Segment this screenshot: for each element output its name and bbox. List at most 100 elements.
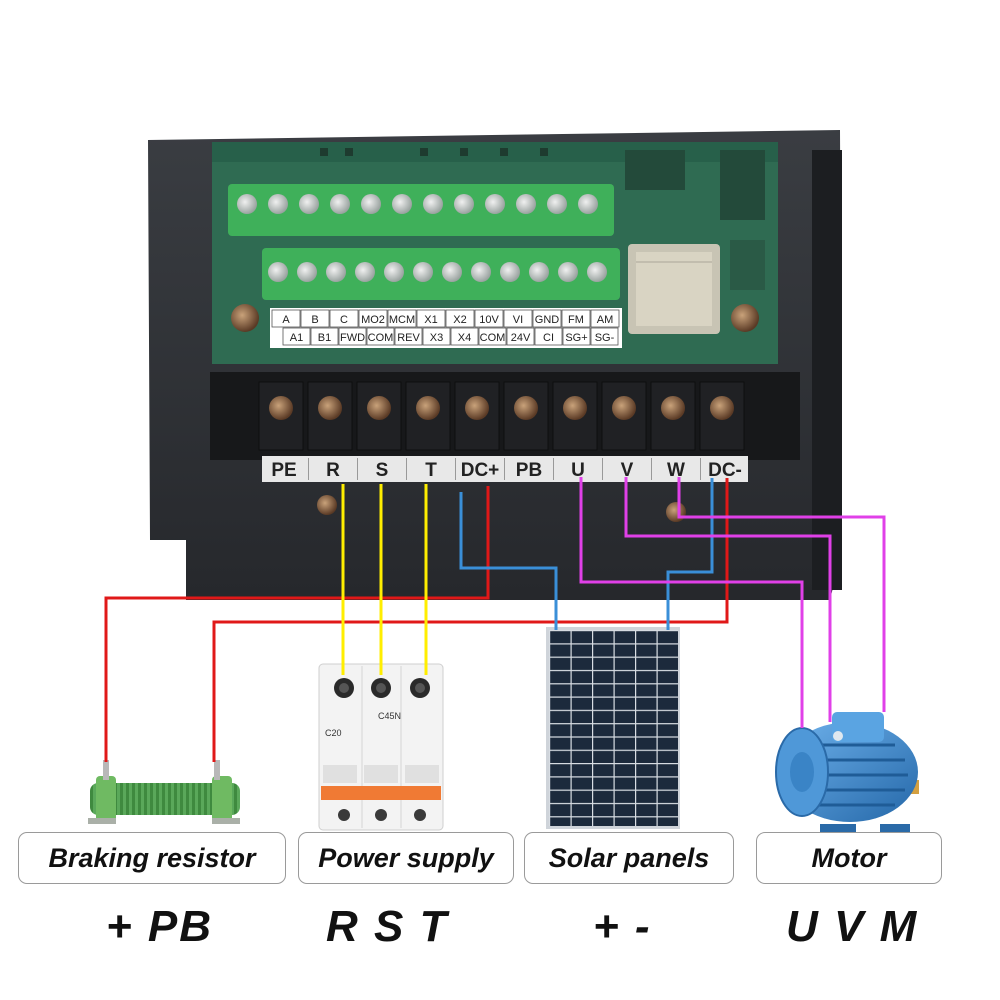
power-terminal-label: PE (271, 460, 296, 481)
bottom-terminal-label: CI (543, 332, 554, 344)
bottom-terminal-label: SG+ (565, 332, 587, 344)
bottom-terminal-label: X4 (458, 332, 471, 344)
code-power-supply: R S T (326, 902, 449, 951)
top-terminal-label: C (340, 314, 348, 326)
top-terminal-label: VI (513, 314, 523, 326)
bottom-terminal-screw (471, 262, 491, 282)
top-label-cell (416, 309, 446, 328)
top-terminal-block (228, 184, 614, 236)
power-terminal-screw (416, 396, 440, 420)
bottom-terminal-label: SG- (595, 332, 615, 344)
bottom-terminal-screw (442, 262, 462, 282)
top-terminal-screw (299, 194, 319, 214)
breaker-rating: C20 (325, 728, 342, 738)
power-terminal-screw (661, 396, 685, 420)
wire-blue-minus (666, 478, 714, 630)
top-terminal-screw (547, 194, 567, 214)
bottom-terminal-label: COM (368, 332, 394, 344)
wire-red-dcminus (212, 478, 729, 762)
power-terminal-label: DC+ (461, 460, 500, 481)
bottom-terminal-label: COM (480, 332, 506, 344)
wire-magenta-w (677, 477, 886, 712)
top-terminal-label: AM (597, 314, 614, 326)
bottom-terminal-screw (297, 262, 317, 282)
power-terminal-label: PB (516, 460, 542, 481)
label-braking-resistor: Braking resistor (18, 832, 286, 884)
bottom-terminal-screw (500, 262, 520, 282)
top-terminal-screw (330, 194, 350, 214)
bottom-label-cell (282, 327, 311, 346)
top-terminal-label: A (282, 314, 290, 326)
wire-magenta-u (579, 477, 804, 728)
top-label-cell (590, 309, 620, 328)
bottom-terminal-screw (355, 262, 375, 282)
bottom-label-cell (590, 327, 619, 346)
bottom-terminal-screw (529, 262, 549, 282)
top-label-cell (387, 309, 417, 328)
bottom-terminal-screw (413, 262, 433, 282)
power-terminal-label: DC- (708, 460, 742, 481)
board-screw-right (731, 304, 759, 332)
wires (104, 477, 886, 762)
top-label-cell (300, 309, 330, 328)
bottom-terminal-screw (384, 262, 404, 282)
top-terminal-label: X1 (424, 314, 437, 326)
bottom-terminal-label: REV (397, 332, 420, 344)
top-label-cell (329, 309, 359, 328)
power-terminal-screw (514, 396, 538, 420)
top-terminal-screw (268, 194, 288, 214)
bottom-terminal-screw (587, 262, 607, 282)
top-terminal-label: MCM (389, 314, 415, 326)
electric-motor (775, 712, 919, 838)
bottom-label-cell (422, 327, 451, 346)
label-motor: Motor (756, 832, 942, 884)
circuit-breaker: C45N C20 (318, 663, 444, 831)
label-power-supply: Power supply (298, 832, 514, 884)
braking-resistor (88, 760, 240, 824)
bottom-terminal-label: 24V (511, 332, 531, 344)
top-label-cell (445, 309, 475, 328)
board-screw-left (231, 304, 259, 332)
bottom-label-cell (534, 327, 563, 346)
power-terminal-label: R (326, 460, 340, 481)
top-label-cell (474, 309, 504, 328)
bottom-label-cell (478, 327, 507, 346)
power-terminal-screw (367, 396, 391, 420)
top-terminal-label: X2 (453, 314, 466, 326)
top-label-cell (358, 309, 388, 328)
bottom-terminal-screw (268, 262, 288, 282)
wire-magenta-v (624, 477, 832, 722)
bottom-label-cell (450, 327, 479, 346)
label-solar-panels: Solar panels (524, 832, 734, 884)
bottom-terminal-label: A1 (290, 332, 303, 344)
top-terminal-screw (454, 194, 474, 214)
power-terminal-label: T (425, 460, 437, 481)
wire-red-dcplus (104, 486, 490, 762)
top-terminal-screw (361, 194, 381, 214)
top-terminal-label: B (311, 314, 318, 326)
code-solar-panels: + - (593, 902, 652, 951)
top-label-cell (271, 309, 301, 328)
code-motor: U V M (786, 902, 919, 951)
power-terminal-screw (269, 396, 293, 420)
bottom-label-cell (506, 327, 535, 346)
top-label-cell (532, 309, 562, 328)
top-terminal-screw (392, 194, 412, 214)
top-label-cell (503, 309, 533, 328)
power-terminal-screw (465, 396, 489, 420)
code-braking-resistor: + PB (106, 902, 214, 951)
top-terminal-screw (485, 194, 505, 214)
top-terminal-screw (423, 194, 443, 214)
bottom-terminal-label: FWD (340, 332, 365, 344)
inverter-right-edge (812, 150, 842, 590)
power-terminal-label: U (571, 460, 585, 481)
top-terminal-screw (578, 194, 598, 214)
bottom-label-cell (338, 327, 367, 346)
top-terminal-label: FM (568, 314, 584, 326)
power-terminal-screw (710, 396, 734, 420)
top-terminal-screw (516, 194, 536, 214)
bottom-label-cell (310, 327, 339, 346)
top-terminal-label: 10V (479, 314, 499, 326)
